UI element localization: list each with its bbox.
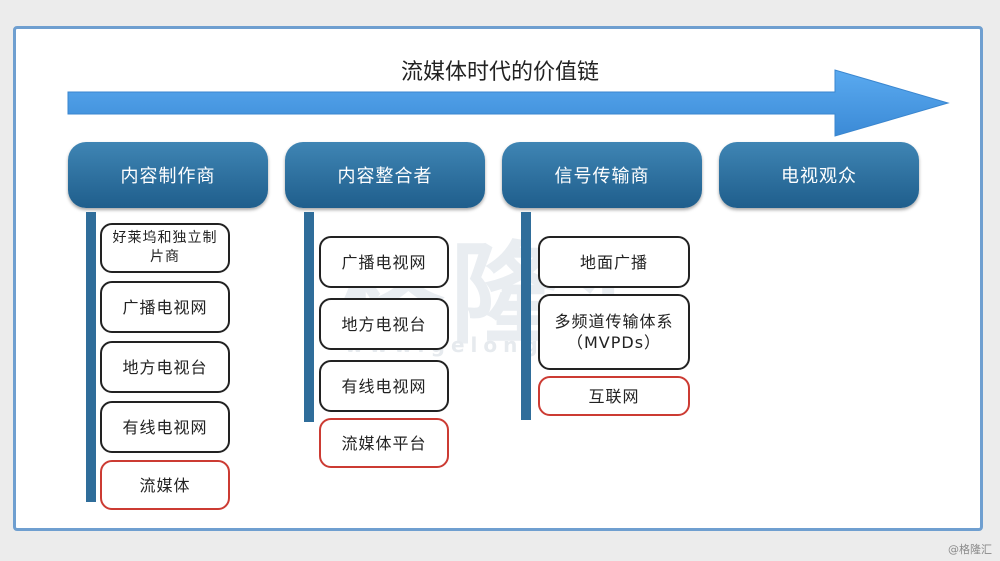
list-item: 多频道传输体系（MVPDs） [538,294,690,370]
header-tv-viewers: 电视观众 [719,142,919,208]
header-signal-transmitters: 信号传输商 [502,142,702,208]
header-content-aggregators: 内容整合者 [285,142,485,208]
diagram-title: 流媒体时代的价值链 [400,60,599,85]
list-item: 地面广播 [538,236,690,288]
list-item: 广播电视网 [319,236,449,288]
list-item: 有线电视网 [319,360,449,412]
list-item: 有线电视网 [100,401,230,453]
list-item-highlight: 流媒体 [100,460,230,510]
value-chain-arrow [67,69,950,137]
column-bar-2 [304,212,314,422]
list-item: 广播电视网 [100,281,230,333]
list-item: 地方电视台 [319,298,449,350]
list-item: 地方电视台 [100,341,230,393]
list-item-highlight: 流媒体平台 [319,418,449,468]
list-item-highlight: 互联网 [538,376,690,416]
list-item: 好莱坞和独立制片商 [100,223,230,273]
column-bar-3 [521,212,531,420]
column-bar-1 [86,212,96,502]
header-content-producers: 内容制作商 [68,142,268,208]
source-credit: @格隆汇 [948,543,992,556]
